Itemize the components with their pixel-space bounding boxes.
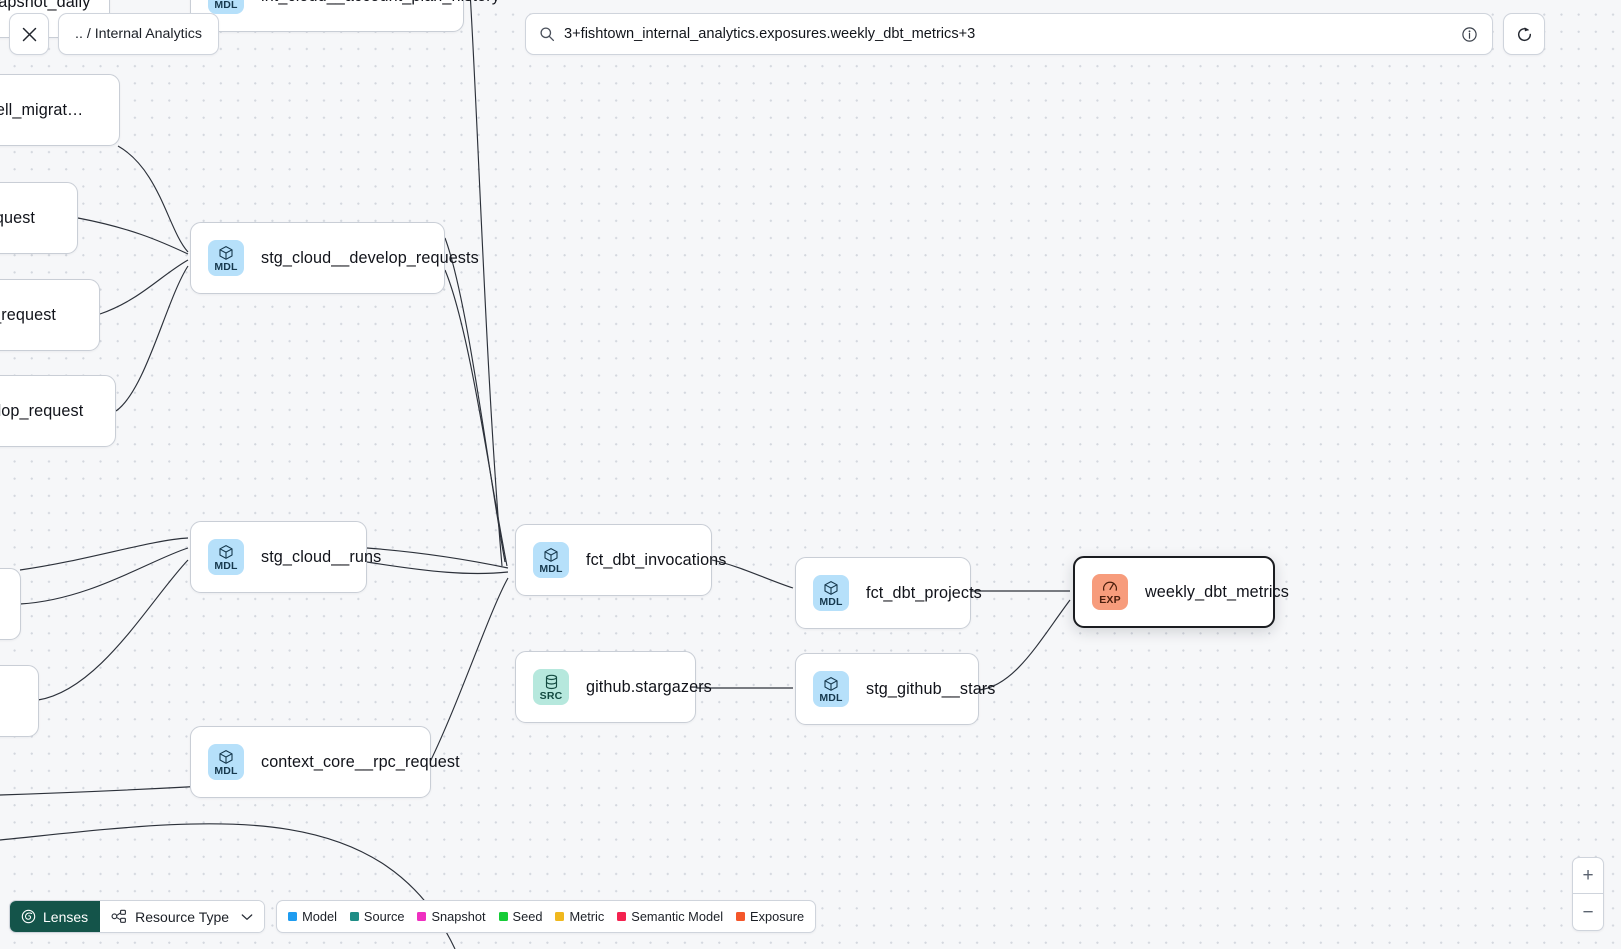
graph-node-context_core__rpc_request[interactable]: MDL context_core__rpc_request	[190, 726, 460, 798]
lineage-edge	[77, 217, 189, 255]
legend-swatch	[736, 912, 746, 921]
graph-node-label: weekly_dbt_metrics	[1145, 582, 1289, 601]
legend-swatch	[555, 912, 565, 921]
lineage-edge	[19, 537, 189, 571]
cube-icon: MDL	[208, 240, 244, 276]
lens-spiral-icon	[21, 909, 36, 924]
legend-swatch	[349, 912, 359, 921]
legend-label: Metric	[569, 909, 605, 924]
lineage-edge	[366, 561, 509, 575]
graph-node-label: velop_request	[0, 305, 56, 324]
cube-icon: MDL	[533, 542, 569, 578]
refresh-button[interactable]	[1503, 13, 1545, 55]
lineage-edge	[978, 599, 1071, 691]
lineage-edge	[444, 269, 508, 567]
graph-node-stg_cloud__develop_requests[interactable]: MDL stg_cloud__develop_requests	[190, 222, 479, 294]
graph-node-left_partial_run[interactable]: MDL_run	[0, 665, 39, 737]
legend-label: Model	[302, 909, 337, 924]
legend-item-snapshot[interactable]: Snapshot	[417, 909, 486, 924]
graph-node-stg_cloud__runs[interactable]: MDL stg_cloud__runs	[190, 521, 381, 593]
graph-node-label: stg_cloud__develop_requests	[261, 248, 479, 267]
chevron-down-icon	[241, 913, 253, 921]
lenses-button[interactable]: Lenses	[10, 901, 101, 932]
lineage-edge	[19, 547, 189, 605]
lineage-edge	[469, 0, 503, 567]
graph-node-label: multicell_migrat…	[0, 100, 84, 119]
speedometer-icon: EXP	[1092, 574, 1128, 610]
legend-item-source[interactable]: Source	[349, 909, 405, 924]
resource-type-dropdown[interactable]: Resource Type	[100, 901, 265, 932]
search-input[interactable]	[564, 26, 1452, 42]
lenses-label: Lenses	[43, 908, 89, 925]
resource-type-legend: Model Source Snapshot Seed Metric Semantic Mo…	[276, 900, 817, 933]
refresh-icon	[1517, 26, 1531, 41]
close-button[interactable]	[9, 13, 49, 55]
graph-node-label: op_request	[0, 208, 36, 227]
lineage-edge	[99, 259, 189, 315]
graph-node-label: github.stargazers	[586, 677, 712, 696]
graph-node-op_request[interactable]: MDLop_request	[0, 182, 78, 254]
database-icon: SRC	[533, 669, 569, 705]
lenses-controlgroup: Lenses Resource Type	[9, 900, 266, 933]
lineage-edge	[429, 577, 509, 763]
cube-icon: MDL	[208, 744, 244, 780]
bottom-toolbar: Lenses Resource Type	[9, 900, 817, 933]
legend-label: Snapshot	[431, 909, 486, 924]
graph-node-label: context_core__rpc_request	[261, 752, 460, 771]
resource-type-label: Resource Type	[135, 908, 230, 925]
graph-node-multicell_migrat[interactable]: MDLmulticell_migrat…	[0, 74, 120, 146]
graph-node-stg_github__stars[interactable]: MDL stg_github__stars	[795, 653, 995, 725]
search-icon	[539, 26, 555, 42]
legend-item-metric[interactable]: Metric	[555, 909, 604, 924]
graph-node-github_stargazers[interactable]: SRC github.stargazers	[515, 651, 712, 723]
graph-node-int_cloud__account_plan[interactable]: MDL int_cloud__account_plan_history	[190, 0, 500, 32]
cube-icon: MDL	[208, 0, 244, 14]
info-icon[interactable]	[1461, 26, 1478, 43]
legend-swatch	[417, 912, 427, 921]
graph-node-label: stg_cloud__runs	[261, 547, 382, 566]
legend-item-semantic-model[interactable]: Semantic Model	[617, 909, 723, 924]
graph-node-weekly_dbt_metrics[interactable]: EXP weekly_dbt_metrics	[1073, 556, 1289, 628]
graph-node-label: fct_dbt_projects	[866, 583, 982, 602]
legend-swatch	[288, 912, 298, 921]
graph-node-label: stg_github__stars	[866, 679, 996, 698]
graph-node-label: snapshot_daily	[0, 0, 91, 11]
graph-node-develop_request[interactable]: MDL_develop_request	[0, 375, 116, 447]
lineage-edge	[115, 265, 189, 412]
node-graph-icon	[111, 909, 127, 924]
graph-node-left_partial_n[interactable]: MDLn	[0, 568, 21, 640]
legend-item-model[interactable]: Model	[288, 909, 337, 924]
graph-node-fct_dbt_invocations[interactable]: MDL fct_dbt_invocations	[515, 524, 726, 596]
legend-label: Source	[363, 909, 405, 924]
legend-swatch	[617, 912, 627, 921]
legend-label: Seed	[512, 909, 543, 924]
graph-node-label: int_cloud__account_plan_history	[261, 0, 500, 6]
lineage-edge	[37, 559, 189, 701]
graph-node-label: fct_dbt_invocations	[586, 550, 727, 569]
graph-node-fct_dbt_projects[interactable]: MDL fct_dbt_projects	[795, 557, 982, 629]
legend-swatch	[498, 912, 508, 921]
zoom-out-button[interactable]: −	[1582, 901, 1594, 923]
graph-node-label: _develop_request	[0, 401, 84, 420]
search-bar[interactable]	[525, 13, 1493, 55]
legend-label: Exposure	[750, 909, 805, 924]
close-icon	[22, 27, 36, 41]
zoom-controls: + −	[1572, 857, 1604, 931]
lineage-edge	[444, 237, 506, 563]
cube-icon: MDL	[813, 575, 849, 611]
breadcrumb[interactable]: .. / Internal Analytics	[58, 13, 219, 55]
lineage-edge	[117, 145, 189, 253]
lineage-edge	[366, 547, 509, 569]
breadcrumb-label: .. / Internal Analytics	[75, 26, 202, 42]
cube-icon: MDL	[813, 671, 849, 707]
zoom-in-button[interactable]: +	[1573, 858, 1603, 894]
graph-node-velop_request[interactable]: MDLvelop_request	[0, 279, 100, 351]
legend-item-exposure[interactable]: Exposure	[736, 909, 804, 924]
legend-label: Semantic Model	[631, 909, 724, 924]
cube-icon: MDL	[208, 539, 244, 575]
legend-item-seed[interactable]: Seed	[498, 909, 543, 924]
